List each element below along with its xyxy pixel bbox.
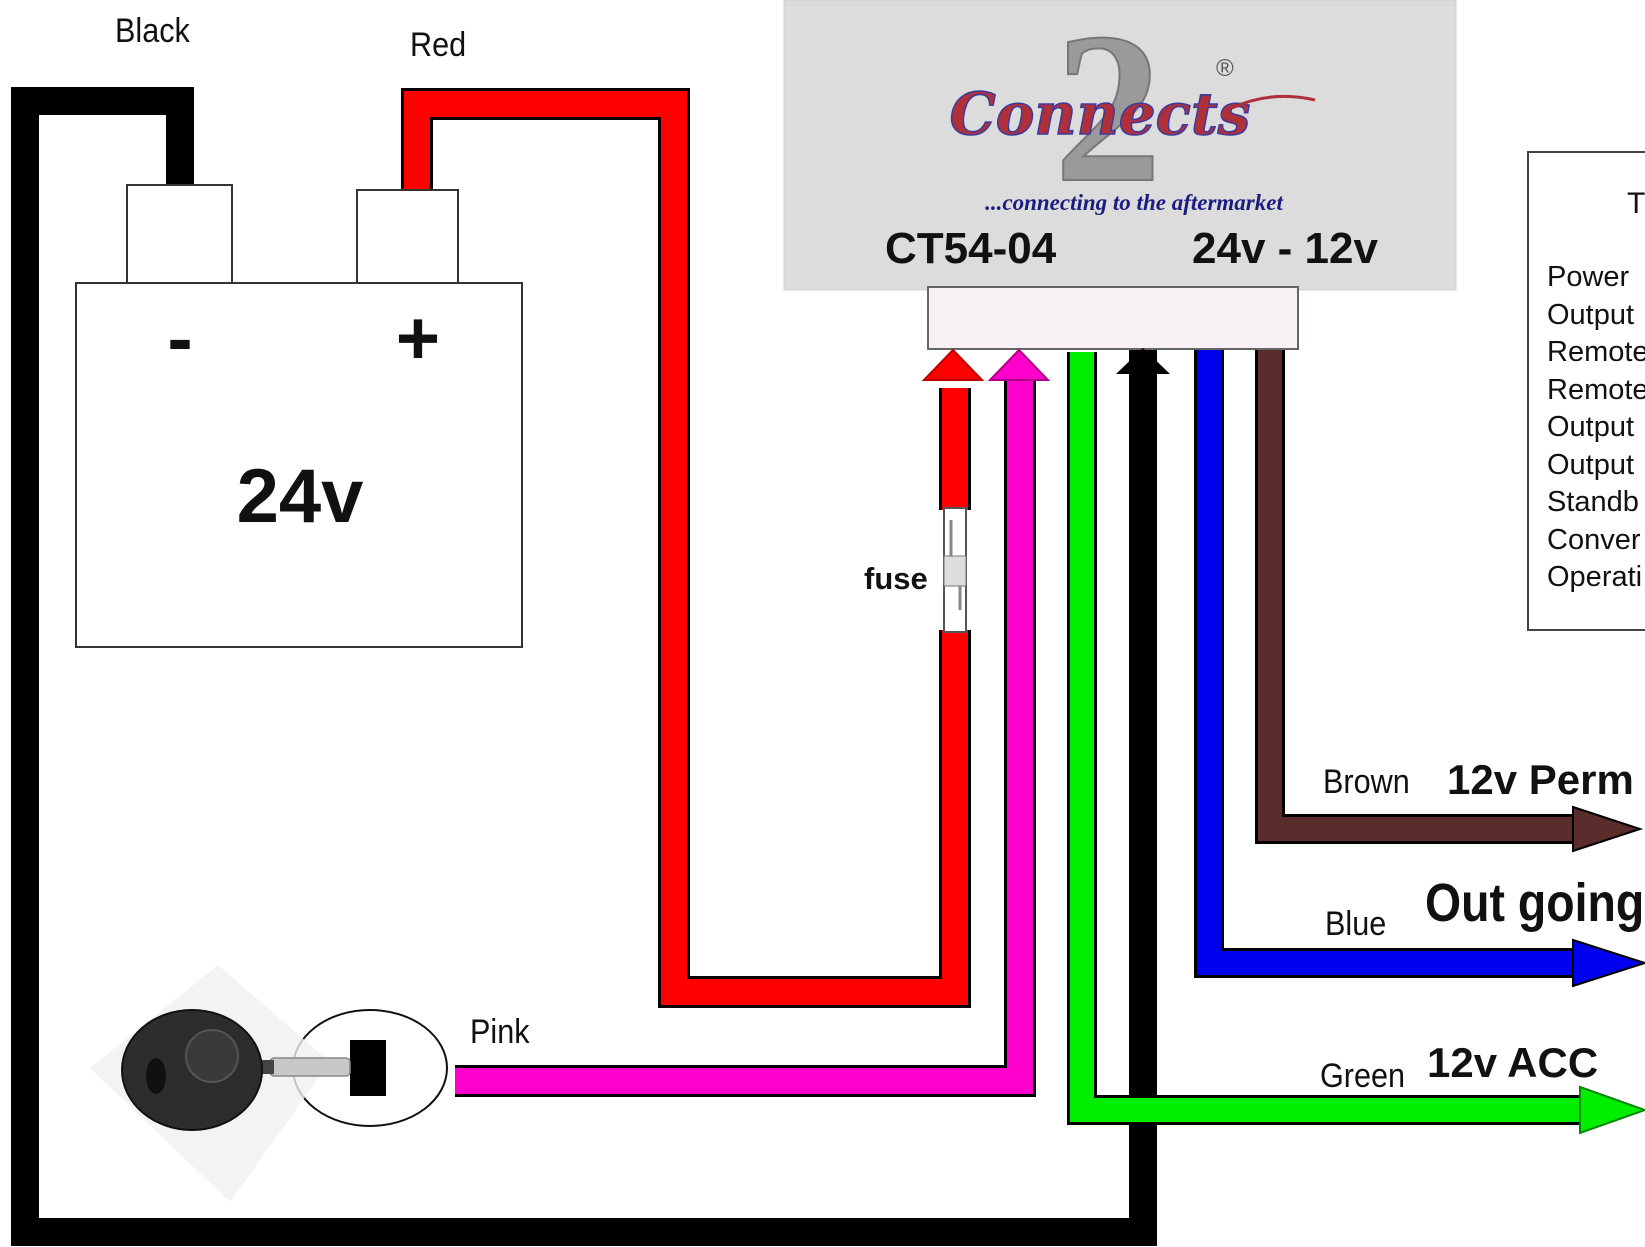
blue-output-label: Out going: [1425, 873, 1645, 933]
conversion-label: 24v - 12v: [1192, 224, 1378, 273]
connector-block: [927, 286, 1299, 350]
logo-tagline: ...connecting to the aftermarket: [985, 190, 1283, 215]
black-wire-label: Black: [115, 12, 190, 50]
green-wire-arrow: [1579, 1085, 1645, 1135]
red-wire-label: Red: [410, 26, 467, 64]
model-number: CT54-04: [885, 224, 1057, 273]
positive-terminal: [356, 189, 459, 288]
green-wire-label: Green: [1320, 1057, 1406, 1095]
spec-row: Operati: [1547, 561, 1643, 593]
battery-icon: [75, 184, 523, 648]
spec-row: Output: [1547, 411, 1635, 443]
logo-swash: [1231, 94, 1316, 110]
blue-wire-arrow: [1572, 938, 1645, 988]
specifications-panel: T Power Output Remote Remote Output Outp…: [1527, 151, 1645, 631]
brown-wire-label: Brown: [1323, 763, 1410, 801]
battery-positive-symbol: +: [396, 296, 440, 381]
logo-number: 2: [1054, 0, 1162, 227]
car-key-icon: [90, 965, 351, 1202]
brown-output-label: 12v Perm: [1447, 756, 1634, 803]
pink-wire: [455, 380, 1036, 1097]
brand-logo: 2 Connects ® ...connecting to the afterm…: [949, 0, 1316, 228]
battery-negative-symbol: -: [167, 296, 192, 381]
pink-wire-arrow: [987, 348, 1051, 381]
blue-wire-label: Blue: [1325, 905, 1387, 943]
spec-row: Remote: [1547, 373, 1645, 406]
battery-voltage: 24v: [237, 454, 364, 539]
module-panel: [783, 0, 1457, 291]
spec-row: Output: [1547, 298, 1635, 331]
black-wire-arrow: [1116, 348, 1170, 374]
logo-text: Connects: [950, 80, 1251, 148]
spec-row: Standb: [1547, 486, 1639, 518]
registered-mark: ®: [1216, 55, 1234, 82]
battery-body: [75, 282, 523, 648]
fuse-icon: [943, 507, 967, 633]
green-output-label: 12v ACC: [1427, 1039, 1599, 1086]
brown-wire-arrow: [1572, 805, 1644, 853]
red-wire-arrow: [921, 348, 985, 381]
pink-wire-label: Pink: [470, 1013, 530, 1051]
black-wire: [11, 87, 1157, 1246]
spec-row: Conver: [1547, 523, 1641, 556]
spec-row: Power: [1547, 261, 1630, 293]
ignition-contact: [350, 1040, 386, 1096]
specifications-title: T: [1627, 187, 1645, 220]
fuse-label: fuse: [864, 561, 928, 596]
spec-row: Remote: [1547, 336, 1645, 368]
specifications-list: Power Output Remote Remote Output Output…: [1547, 259, 1645, 597]
spec-row: Output: [1547, 448, 1635, 481]
negative-terminal: [126, 184, 233, 286]
